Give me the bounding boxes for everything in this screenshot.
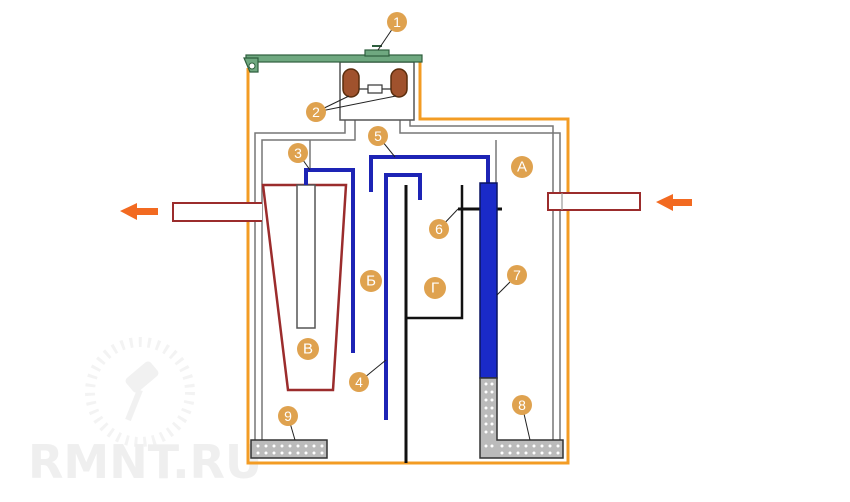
partition-connector (406, 185, 464, 320)
svg-text:1: 1 (393, 14, 401, 30)
badge-8: 8 (512, 395, 532, 415)
badge-v: В (297, 338, 319, 360)
svg-text:7: 7 (513, 267, 521, 283)
badge-a: А (511, 156, 533, 178)
tank-wall (246, 62, 570, 465)
svg-text:6: 6 (435, 221, 443, 237)
badge-9: 9 (278, 406, 298, 426)
svg-text:4: 4 (355, 374, 363, 390)
svg-text:А: А (517, 159, 527, 176)
badge-4: 4 (349, 372, 369, 392)
svg-text:5: 5 (374, 128, 382, 144)
outlet-pipe (172, 202, 262, 222)
compressor-units (342, 68, 408, 98)
badge-5: 5 (368, 126, 388, 146)
svg-text:3: 3 (294, 145, 302, 161)
watermark-text: RMNT.RU (28, 435, 262, 489)
badge-3: 3 (288, 143, 308, 163)
svg-text:В: В (303, 341, 313, 358)
filter-8 (479, 377, 564, 459)
airlift-pipe-5 (369, 155, 490, 192)
svg-text:9: 9 (284, 408, 292, 424)
svg-text:Г: Г (431, 280, 439, 297)
air-pipe-4 (384, 173, 422, 420)
arrow-left-icon (120, 203, 158, 220)
airlift-pipe-3 (304, 168, 355, 353)
secondary-clarifier (261, 183, 348, 392)
inlet-pipe (547, 192, 641, 211)
watermark: RMNT.RU (28, 337, 262, 489)
svg-text:Б: Б (366, 273, 376, 290)
aerator-column-7 (479, 182, 498, 379)
badge-1: 1 (387, 12, 407, 32)
paint-roller-icon (85, 337, 195, 447)
svg-text:8: 8 (518, 397, 526, 413)
svg-text:2: 2 (312, 104, 320, 120)
badge-6: 6 (429, 219, 449, 239)
arrow-left-icon (656, 194, 692, 211)
badge-g: Г (424, 277, 446, 299)
badge-7: 7 (507, 265, 527, 285)
badge-b: Б (360, 270, 382, 292)
filter-9 (250, 439, 328, 459)
badge-2: 2 (306, 102, 326, 122)
